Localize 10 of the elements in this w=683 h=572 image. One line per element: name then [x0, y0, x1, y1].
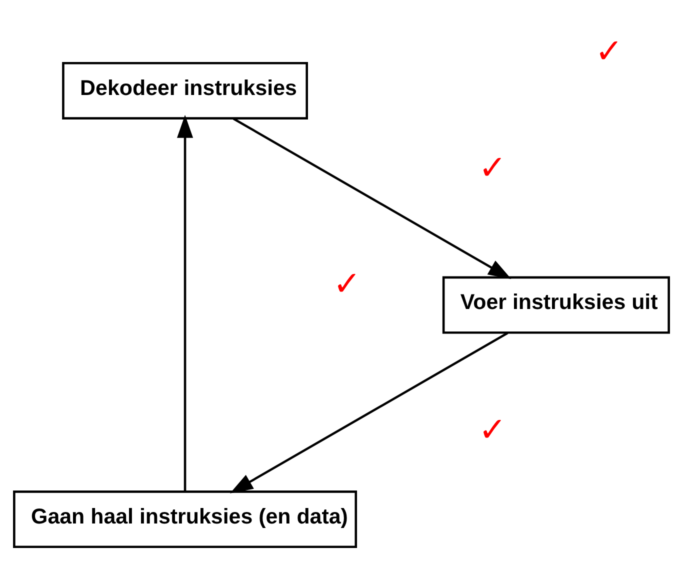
node-box: Voer instruksies uit	[442, 276, 670, 334]
label: ✓	[478, 148, 507, 186]
node-box: Dekodeer instruksies	[62, 61, 308, 119]
arrow	[230, 332, 508, 493]
label: ✓	[333, 264, 362, 303]
arrow	[176, 114, 194, 491]
label: ✓	[595, 32, 624, 70]
node-box: Gaan haal instruksies (en data)	[13, 490, 358, 548]
arrow	[232, 117, 512, 279]
label: ✓	[478, 410, 507, 448]
